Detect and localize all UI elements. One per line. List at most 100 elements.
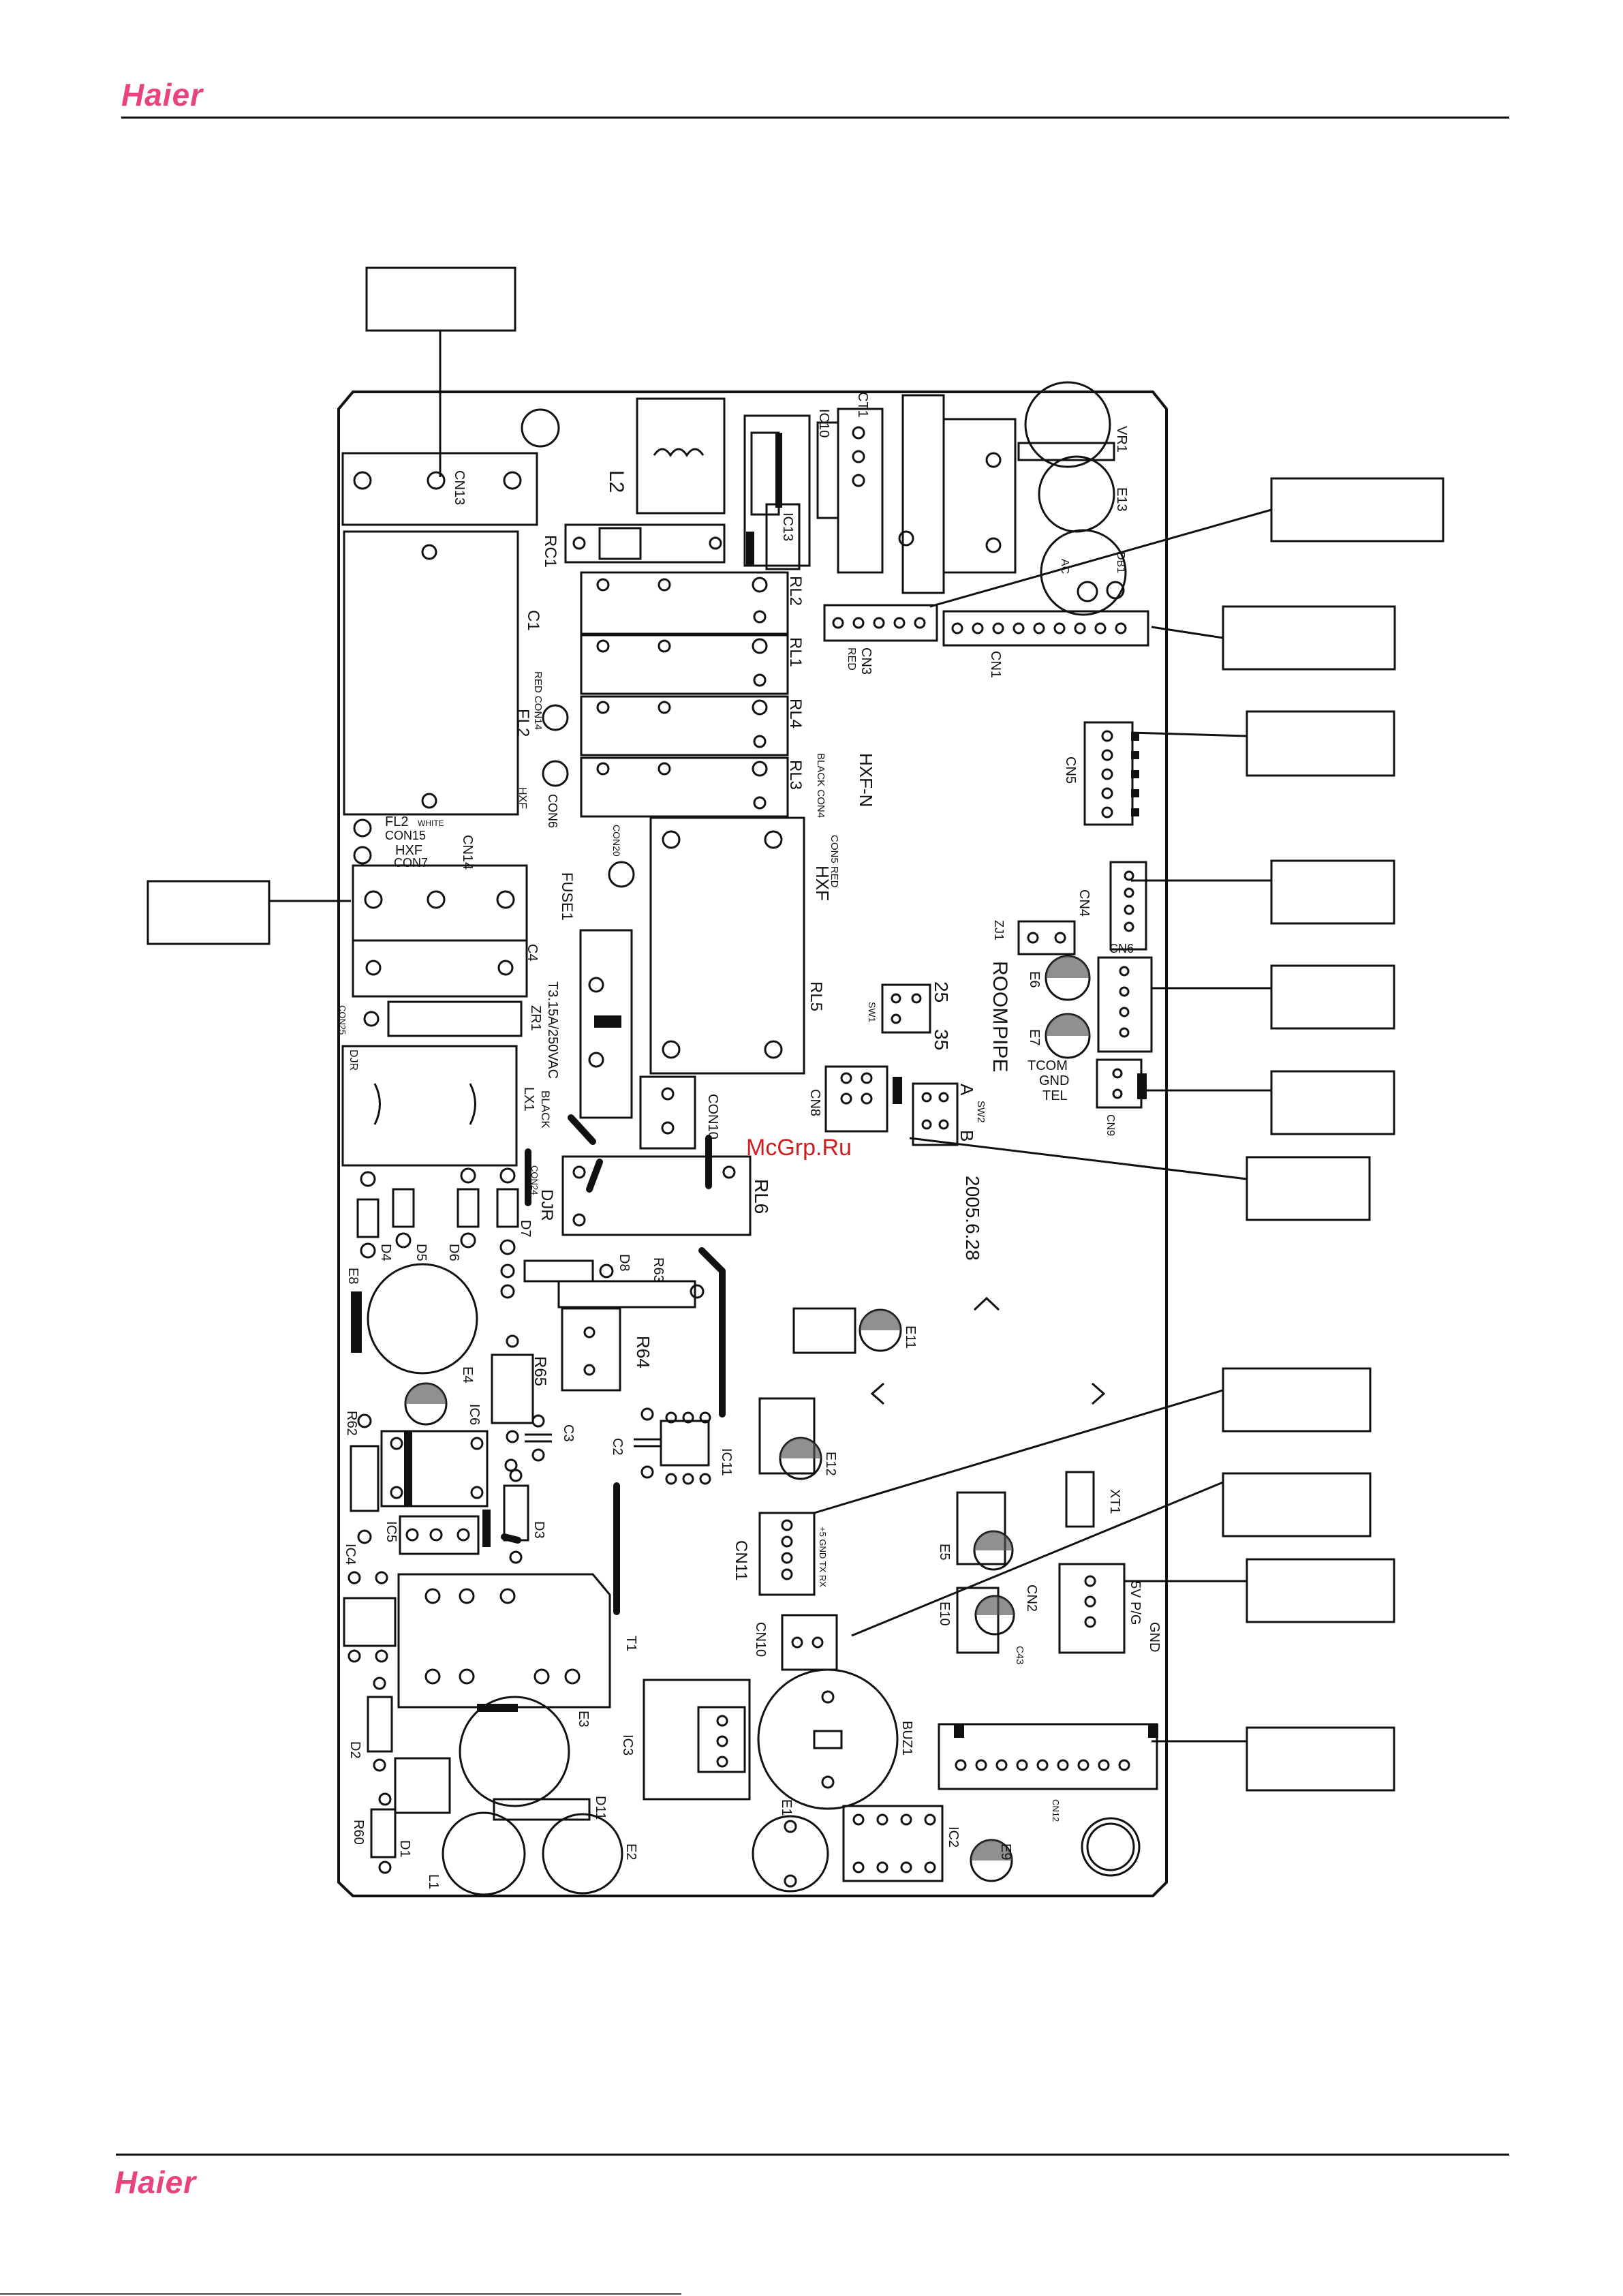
label-cn2: CN2: [1024, 1585, 1039, 1612]
label-rl4: RL4: [786, 699, 805, 729]
label-pg: P/G: [1128, 1602, 1143, 1625]
label-r64: R64: [633, 1336, 653, 1368]
label-ic10: IC10: [816, 409, 831, 438]
label-c1: C1: [524, 610, 542, 631]
callout-box-10: [1222, 1367, 1372, 1433]
label-l1: L1: [426, 1874, 441, 1889]
callout-box-7: [1270, 964, 1395, 1030]
label-e4: E4: [460, 1366, 475, 1383]
callout-box-13: [1246, 1726, 1395, 1792]
callout-box-2: [1270, 477, 1444, 542]
label-buz1: BUZ1: [899, 1721, 914, 1756]
callout-box-3: [1222, 605, 1396, 671]
label-e5: E5: [937, 1544, 952, 1560]
label-e12: E12: [823, 1452, 838, 1476]
label-con25: CON25: [337, 1005, 347, 1035]
label-gnd2: GND: [1147, 1622, 1162, 1652]
label-e9: E9: [998, 1843, 1013, 1860]
label-25: 25: [931, 981, 952, 1002]
label-zj1: ZJ1: [992, 920, 1006, 940]
label-b: B: [957, 1130, 977, 1142]
label-con20: CON20: [611, 825, 622, 857]
label-c3: C3: [561, 1424, 576, 1442]
label-e6: E6: [1027, 971, 1042, 988]
callout-box-6: [1270, 859, 1395, 925]
label-ac: AC: [1059, 559, 1070, 574]
label-e8: E8: [345, 1268, 360, 1284]
label-r65: R65: [531, 1356, 549, 1386]
label-con6: CON6: [546, 794, 559, 828]
label-d4: D4: [378, 1244, 393, 1261]
label-white: WHITE: [418, 818, 444, 828]
label-zr1: ZR1: [528, 1005, 543, 1031]
label-rl5: RL5: [807, 981, 825, 1011]
callout-box-9: [1246, 1156, 1371, 1221]
callout-box-5: [146, 880, 270, 945]
label-r60: R60: [351, 1820, 366, 1845]
label-black-con4: BLACK CON4: [815, 753, 826, 818]
label-ic6: IC6: [467, 1404, 482, 1425]
brand-logo-top: Haier: [121, 77, 204, 112]
label-c43: C43: [1014, 1646, 1025, 1665]
label-tel: TEL: [1042, 1088, 1068, 1103]
label-d5: D5: [414, 1244, 429, 1261]
label-ic4: IC4: [343, 1544, 358, 1565]
label-d7: D7: [518, 1220, 533, 1238]
label-cn12: CN12: [1051, 1799, 1061, 1822]
label-a: A: [957, 1084, 977, 1096]
label-e13: E13: [1114, 487, 1129, 512]
label-xt1: XT1: [1107, 1489, 1122, 1514]
watermark: McGrp.Ru: [746, 1135, 852, 1161]
label-red: RED: [846, 647, 857, 671]
label-vr1: VR1: [1114, 426, 1129, 453]
callout-box-12: [1246, 1558, 1395, 1623]
label-cn10-b: CN10: [753, 1622, 768, 1657]
label-red-con14: RED CON14: [532, 671, 544, 730]
header-rule: [121, 117, 1509, 119]
label-cn8: CN8: [807, 1089, 822, 1116]
label-fl2: FL2: [514, 709, 532, 737]
label-d6: D6: [446, 1244, 461, 1261]
label-hxf-con7: HXF: [395, 843, 422, 858]
label-con15: CON15: [385, 829, 426, 842]
label-black: BLACK: [539, 1090, 552, 1129]
label-rc1: RC1: [541, 535, 559, 568]
label-r63: R63: [651, 1257, 666, 1283]
label-cn11-pins: +5 GND TX RX: [818, 1527, 828, 1587]
label-c4: C4: [525, 944, 540, 962]
label-lx1: LX1: [521, 1087, 536, 1112]
label-rl6: RL6: [751, 1179, 772, 1214]
label-ic13: IC13: [780, 512, 795, 541]
label-rl3: RL3: [786, 760, 805, 790]
label-fl2-white: FL2: [385, 814, 408, 829]
label-d2: D2: [347, 1741, 362, 1759]
label-c2: C2: [610, 1438, 625, 1456]
label-date: 2005.6.28: [962, 1176, 983, 1261]
label-con10-a: CON10: [705, 1094, 720, 1139]
label-cn11: CN11: [732, 1540, 750, 1581]
label-d3: D3: [531, 1521, 546, 1539]
label-rl1: RL1: [786, 637, 805, 667]
label-tcom: TCOM: [1027, 1058, 1068, 1073]
label-l2: L2: [605, 470, 628, 493]
label-con5-red: CON5 RED: [829, 835, 840, 888]
label-hxf: HXF: [516, 787, 528, 809]
label-fuse1: FUSE1: [559, 872, 576, 921]
label-cn1: CN1: [988, 651, 1003, 678]
callout-box-11: [1222, 1472, 1372, 1537]
label-ic5: IC5: [384, 1521, 399, 1542]
label-cn9: CN9: [1104, 1114, 1116, 1136]
footer-rule: [116, 2154, 1509, 2156]
label-e10: E10: [937, 1602, 952, 1626]
label-gnd: GND: [1039, 1073, 1069, 1088]
label-5v: 5V: [1128, 1581, 1143, 1598]
label-room: ROOM: [989, 961, 1011, 1024]
brand-logo-bottom: Haier: [114, 2164, 197, 2200]
bottom-edge-rule: [0, 2293, 681, 2295]
label-sw1: SW1: [867, 1002, 878, 1023]
label-hxf-n: HXF-N: [856, 753, 876, 807]
label-cn14: CN14: [460, 835, 475, 870]
label-d11: D11: [593, 1796, 608, 1820]
label-e3: E3: [576, 1711, 591, 1727]
